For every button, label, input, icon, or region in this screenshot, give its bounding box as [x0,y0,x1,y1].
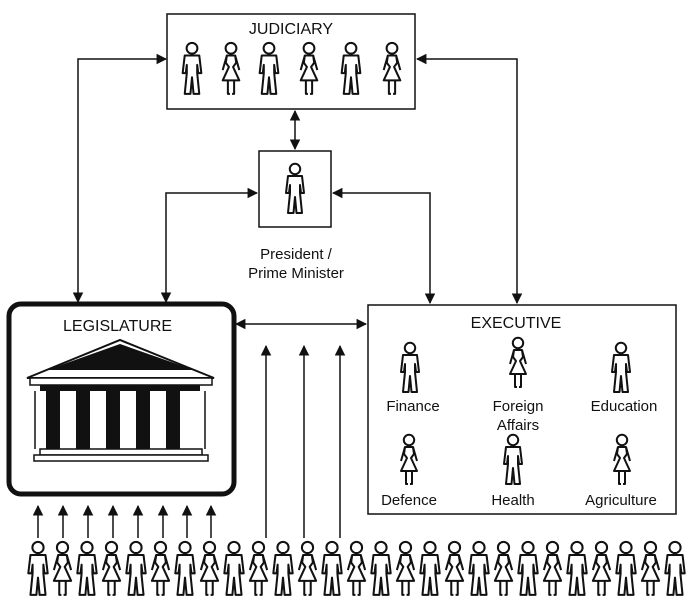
citizen-woman-figure [493,540,514,596]
legislature-box: LEGISLATURE [6,301,237,497]
judiciary-woman-figure [299,41,319,95]
citizen-woman-figure [444,540,465,596]
citizen-woman-figure [542,540,563,596]
connector-arrows [32,53,523,538]
citizen-woman-figure [346,540,367,596]
ministry-foreign-affairs-label-line1: Foreign [493,398,544,415]
minister-woman-figure [613,433,631,485]
citizen-man-figure [174,540,196,596]
president-label-line2: Prime Minister [248,265,344,282]
judiciary-woman-figure [382,41,402,95]
citizen-man-figure [664,540,686,596]
citizen-woman-figure [101,540,122,596]
ministry-finance-label: Finance [386,398,439,415]
citizen-man-figure [76,540,98,596]
ministry-foreign-affairs-label-line2: Affairs [497,417,539,434]
minister-woman-figure [400,433,418,485]
judiciary-box: JUDICIARY [166,13,416,110]
president-label-line1: President / [260,246,333,263]
judiciary-man-figure [340,41,362,95]
citizen-arrows [32,344,346,538]
citizen-man-figure [566,540,588,596]
president-man-figure [285,162,305,214]
citizen-woman-figure [52,540,73,596]
citizens-row [27,540,686,596]
citizen-woman-figure [640,540,661,596]
citizen-man-figure [615,540,637,596]
minister-man-figure [611,341,631,393]
president-figure [285,162,305,214]
ministry-health-label: Health [491,492,534,509]
citizen-man-figure [517,540,539,596]
citizen-woman-figure [199,540,220,596]
ministry-agriculture-label: Agriculture [585,492,657,509]
judiciary-man-figure [258,41,280,95]
citizen-man-figure [272,540,294,596]
ministry-education-label: Education [591,398,658,415]
citizen-woman-figure [150,540,171,596]
arrow-president-legislature [160,187,259,304]
minister-man-figure [400,341,420,393]
arrow-president-executive [331,187,436,305]
judiciary-man-figure [181,41,203,95]
legislature-label: LEGISLATURE [63,318,172,335]
citizen-woman-figure [297,540,318,596]
minister-man-figure [503,433,523,485]
ministry-defence-label: Defence [381,492,437,509]
arrow-judiciary-legislature [72,53,168,304]
arrow-judiciary-executive [415,53,523,305]
judiciary-members [181,41,402,95]
executive-box: EXECUTIVE Finance Foreign Affairs Educat… [367,304,677,515]
parliament-building-icon [26,338,215,462]
judiciary-label: JUDICIARY [249,21,333,38]
citizen-man-figure [468,540,490,596]
president-box [258,150,332,228]
citizen-woman-figure [591,540,612,596]
executive-ministers [400,336,631,485]
minister-woman-figure [509,336,527,388]
citizen-man-figure [223,540,245,596]
citizen-man-figure [27,540,49,596]
executive-label: EXECUTIVE [471,315,562,332]
citizen-man-figure [370,540,392,596]
citizen-man-figure [321,540,343,596]
citizen-man-figure [125,540,147,596]
citizen-man-figure [419,540,441,596]
citizen-woman-figure [395,540,416,596]
citizen-woman-figure [248,540,269,596]
